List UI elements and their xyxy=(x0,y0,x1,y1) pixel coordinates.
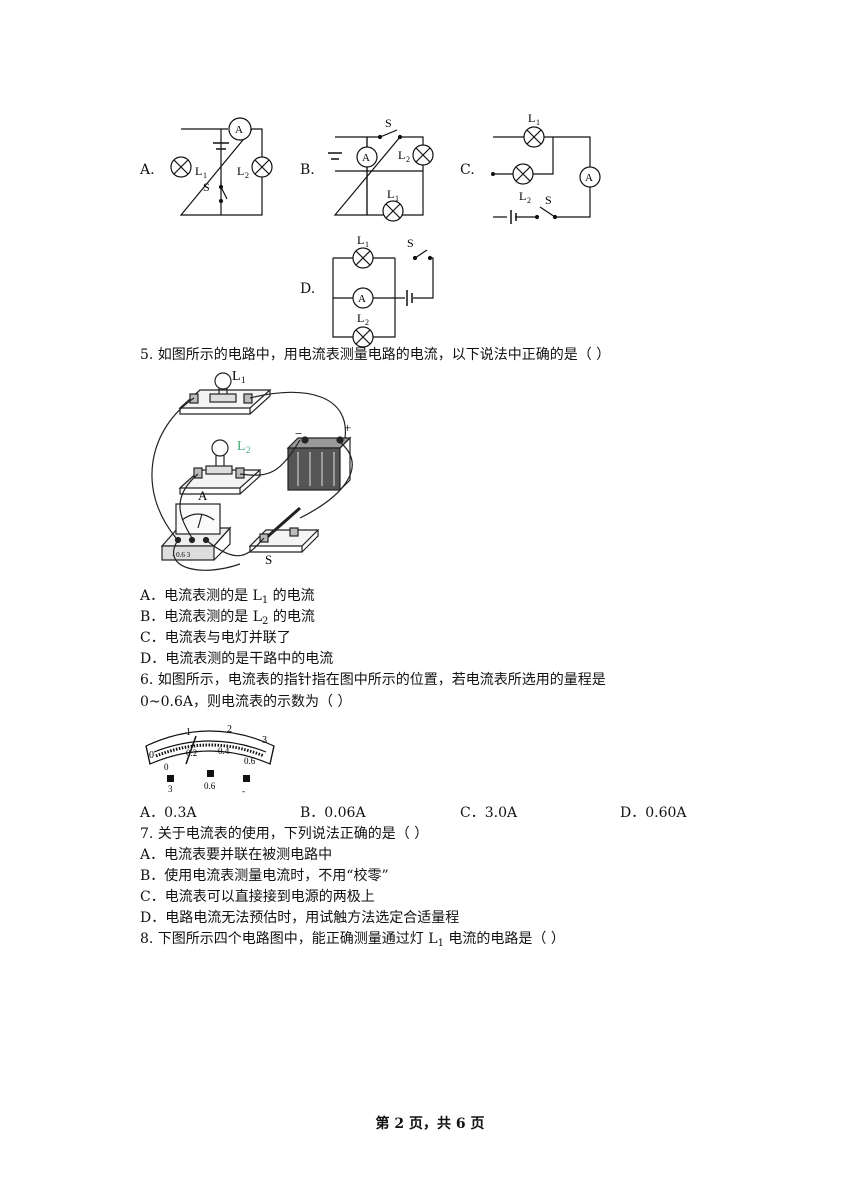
stem-text: 电流的电路是（ ） xyxy=(443,931,565,947)
lamp-sub: 1 xyxy=(536,118,540,127)
lamp-sub: 2 xyxy=(245,171,249,180)
lamp-label: L xyxy=(528,111,535,125)
q4-circuit-b: A S L 2 L 1 xyxy=(328,116,434,222)
switch-label: S xyxy=(265,552,272,567)
terminal-3: 3 xyxy=(168,784,173,794)
dial-lower-0: 0 xyxy=(164,762,169,772)
l2-label: L xyxy=(237,439,246,454)
lamp-label: L xyxy=(519,189,526,203)
ammeter-label: A xyxy=(198,488,208,503)
stem-text: 8. 下图所示四个电路图中，能正确测量通过灯 L xyxy=(140,931,438,947)
q6-option-d[interactable]: D．0.60A xyxy=(620,805,687,821)
lamp-sub: 2 xyxy=(365,318,369,327)
dial-upper-3: 3 xyxy=(262,735,267,746)
option-text: A．电流表测的是 L xyxy=(140,588,262,604)
lamp-sub: 1 xyxy=(365,240,369,249)
battery-plus: + xyxy=(344,420,351,435)
q7-option-a[interactable]: A．电流表要并联在被测电路中 xyxy=(140,847,333,863)
q4-option-b-label[interactable]: B. xyxy=(300,162,315,178)
q7-option-b[interactable]: B．使用电流表测量电流时，不用“校零” xyxy=(140,868,389,884)
lamp-sub: 2 xyxy=(527,196,531,205)
ammeter-label: A xyxy=(585,172,593,184)
lamp-label: L xyxy=(357,233,364,247)
q8-stem: 8. 下图所示四个电路图中，能正确测量通过灯 L1 电流的电路是（ ） xyxy=(140,929,565,954)
q7-option-d[interactable]: D．电路电流无法预估时，用试触方法选定合适量程 xyxy=(140,910,460,926)
q6-ammeter-dial: 0 1 2 3 0 0.2 0.4 0.6 3 0.6 - xyxy=(145,724,275,796)
q6-option-c[interactable]: C．3.0A xyxy=(460,805,518,821)
q6-option-a[interactable]: A．0.3A xyxy=(140,805,197,821)
dial-upper-0: 0 xyxy=(149,750,154,761)
switch-label: S xyxy=(407,236,414,250)
lamp-label: L xyxy=(387,187,394,201)
ammeter-label: A xyxy=(235,124,243,136)
q5-option-d[interactable]: D．电流表测的是干路中的电流 xyxy=(140,651,334,667)
l1-sub: 1 xyxy=(241,375,246,385)
stem-sub: 1 xyxy=(437,938,444,949)
q4-option-a-label[interactable]: A. xyxy=(140,162,155,178)
option-text: 的电流 xyxy=(268,609,315,625)
q4-circuit-a: A L 1 L 2 S xyxy=(170,117,273,216)
switch-label: S xyxy=(385,116,392,130)
q5-option-b[interactable]: B．电流表测的是 L2 的电流 xyxy=(140,607,315,632)
switch-label: S xyxy=(203,180,210,194)
terminal-0-6: 0.6 xyxy=(204,781,216,791)
q4-option-d-label[interactable]: D. xyxy=(300,281,316,297)
terminal-minus: - xyxy=(242,786,245,796)
ammeter-terminals: - 0.6 3 xyxy=(172,551,191,559)
dial-lower-3: 0.6 xyxy=(244,756,256,766)
q4-circuit-d: A L 1 L 2 S xyxy=(332,233,434,348)
q4-circuit-c: A L 1 L 2 S xyxy=(491,111,601,224)
dial-lower-1: 0.2 xyxy=(186,748,197,758)
battery-minus: − xyxy=(295,426,302,441)
q7-stem: 7. 关于电流表的使用，下列说法正确的是（ ） xyxy=(140,826,429,842)
option-text: B．电流表测的是 L xyxy=(140,609,263,625)
ammeter-label: A xyxy=(362,152,370,164)
dial-upper-1: 1 xyxy=(186,727,191,738)
lamp-label: L xyxy=(357,311,364,325)
q5-option-c[interactable]: C．电流表与电灯并联了 xyxy=(140,630,291,646)
l2-sub: 2 xyxy=(246,445,251,455)
q5-option-a[interactable]: A．电流表测的是 L1 的电流 xyxy=(140,586,315,611)
option-text: 的电流 xyxy=(268,588,315,604)
switch-label: S xyxy=(545,193,552,207)
q5-circuit-photo: L 1 L 2 A S − + - 0.6 3 xyxy=(151,369,353,571)
q5-stem: 5. 如图所示的电路中，用电流表测量电路的电流，以下说法中正确的是（ ） xyxy=(140,347,611,363)
lamp-sub: 1 xyxy=(203,171,207,180)
option-sub: 2 xyxy=(262,616,269,627)
page-footer: 第 2 页，共 6 页 xyxy=(375,1116,485,1132)
lamp-label: L xyxy=(195,164,202,178)
dial-upper-2: 2 xyxy=(227,724,232,735)
ammeter-label: A xyxy=(358,293,366,305)
q4-option-c-label[interactable]: C. xyxy=(460,162,475,178)
lamp-sub: 2 xyxy=(406,155,410,164)
q6-stem-line1: 6. 如图所示，电流表的指针指在图中所示的位置，若电流表所选用的量程是 xyxy=(140,672,606,688)
lamp-label: L xyxy=(398,148,405,162)
dial-lower-2: 0.4 xyxy=(218,746,230,756)
option-sub: 1 xyxy=(261,595,269,606)
l1-label: L xyxy=(232,369,241,384)
lamp-sub: 1 xyxy=(395,194,399,203)
q6-option-b[interactable]: B．0.06A xyxy=(300,805,366,821)
q7-option-c[interactable]: C．电流表可以直接接到电源的两极上 xyxy=(140,889,375,905)
q6-stem-line2: 0~0.6A，则电流表的示数为（ ） xyxy=(140,694,352,710)
lamp-label: L xyxy=(237,164,244,178)
